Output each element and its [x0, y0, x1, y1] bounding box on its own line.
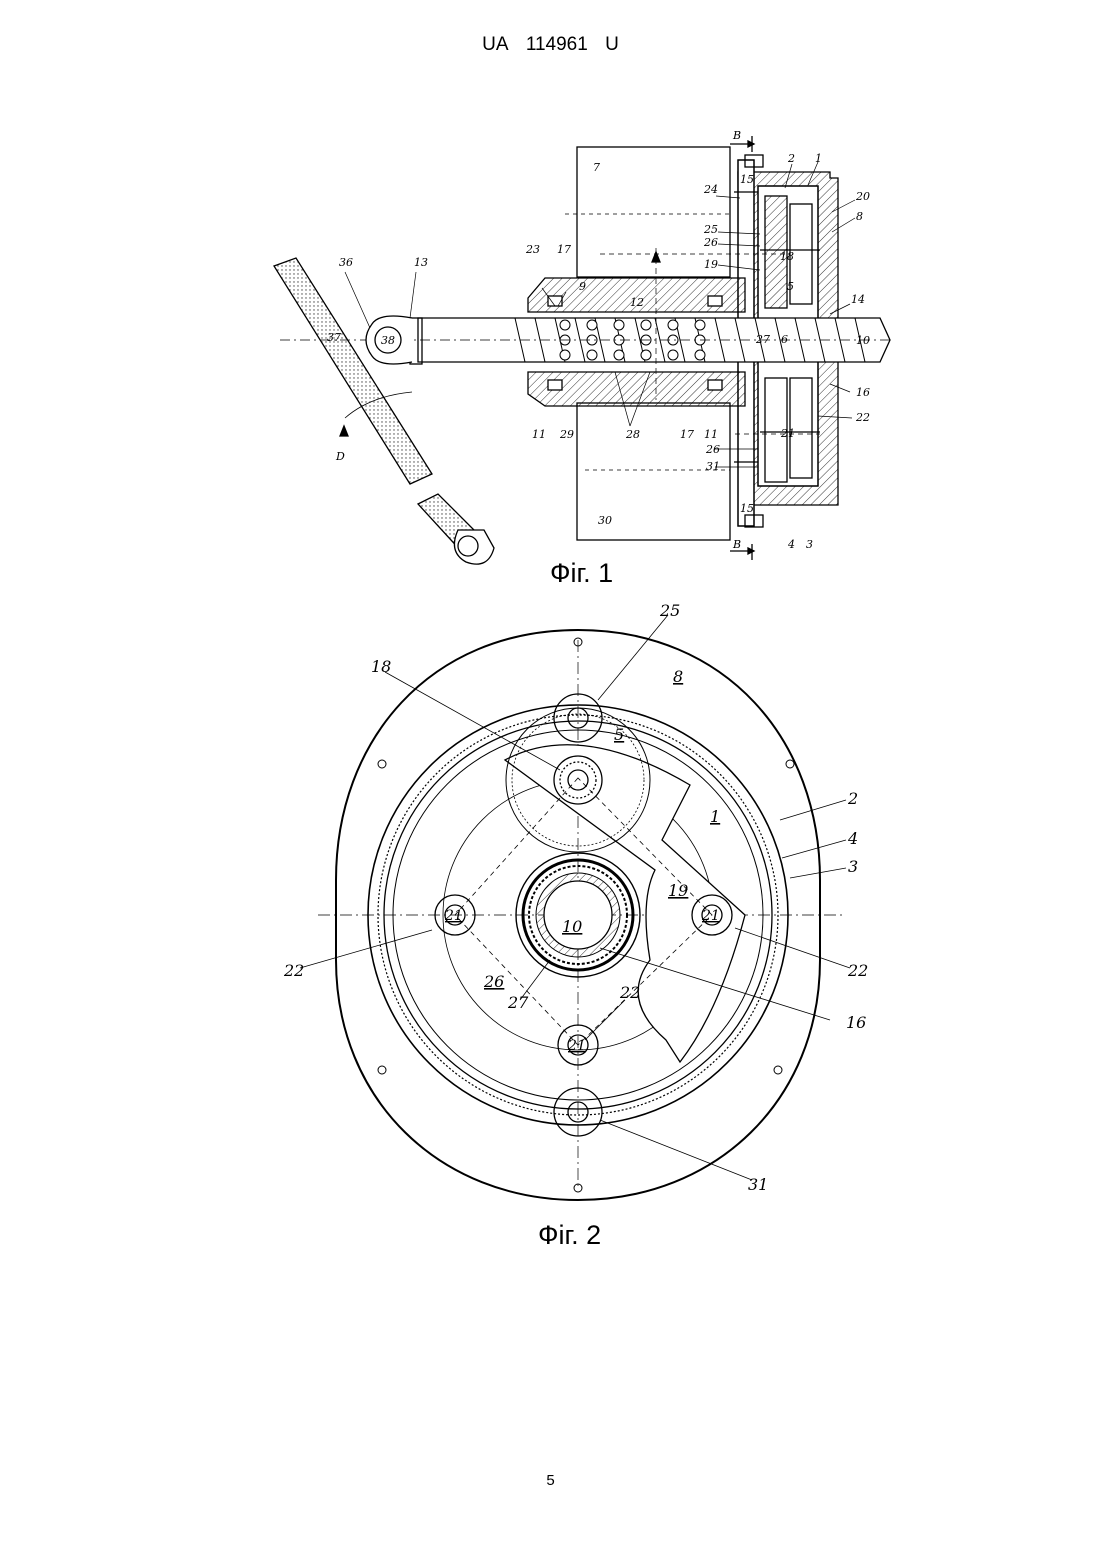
fig1-label-D: D — [335, 450, 345, 463]
fig2-label-31: 31 — [748, 1175, 768, 1194]
fig1-label-13: 13 — [414, 256, 428, 269]
fig1-label-4: 4 — [787, 538, 795, 551]
fig1-label-21: 21 — [780, 427, 795, 440]
fig2-label-2: 2 — [847, 789, 858, 808]
page-number: 5 — [0, 1472, 1101, 1489]
fig1-label-31: 31 — [706, 460, 720, 473]
fig2-label-4: 4 — [847, 829, 858, 848]
fig1-label-19: 19 — [704, 258, 718, 271]
fig2-label-18: 18 — [371, 657, 391, 676]
fig1-label-9: 9 — [579, 280, 586, 293]
fig1-label-5: 5 — [787, 280, 794, 293]
fig1-label-36: 36 — [339, 256, 353, 269]
fig1-label-11b: 11 — [704, 428, 718, 441]
fig1-label-28: 28 — [625, 428, 640, 441]
fig1-label-29: 29 — [559, 428, 574, 441]
fig1-label-17a: 17 — [557, 243, 571, 256]
fig2-label-21b: 21 — [701, 908, 720, 924]
fig1-label-11a: 11 — [532, 428, 546, 441]
fig1-label-25: 25 — [703, 223, 718, 236]
fig1-label-23: 23 — [525, 243, 540, 256]
fig2-label-10: 10 — [562, 917, 582, 936]
fig1-label-30: 30 — [598, 514, 612, 527]
fig1-label-6: 6 — [781, 333, 788, 346]
fig1-label-15b: 15 — [740, 502, 754, 515]
fig1-label-2: 2 — [787, 152, 795, 165]
figure-2-drawing — [300, 615, 850, 1200]
fig1-label-22: 22 — [855, 411, 870, 424]
fig1-label-26a: 26 — [703, 236, 718, 249]
fig1-label-17b: 17 — [680, 428, 694, 441]
fig1-label-1: 1 — [815, 152, 822, 165]
figure-1-caption: Фіг. 1 — [550, 558, 613, 589]
fig2-label-21a: 21 — [444, 908, 463, 924]
fig2-label-5: 5 — [614, 725, 624, 744]
figure-1-drawing — [274, 136, 890, 564]
fig2-label-3: 3 — [848, 857, 858, 876]
fig1-label-3: 3 — [806, 538, 813, 551]
section-mark-top: В — [732, 129, 741, 142]
fig1-label-14: 14 — [851, 293, 865, 306]
fig1-label-7: 7 — [593, 161, 600, 174]
fig2-label-1: 1 — [710, 807, 720, 826]
fig1-label-10: 10 — [856, 334, 870, 347]
fig1-label-15a: 15 — [740, 173, 754, 186]
fig2-label-22b: 22 — [847, 961, 868, 980]
fig1-label-20: 20 — [855, 190, 870, 203]
fig2-label-22a: 22 — [283, 961, 304, 980]
fig1-label-38: 38 — [381, 334, 395, 347]
fig2-label-16: 16 — [846, 1013, 866, 1032]
fig1-label-37: 37 — [327, 331, 341, 344]
section-mark-bottom: В — [732, 538, 741, 551]
fig1-label-18: 18 — [780, 250, 794, 263]
fig2-label-8: 8 — [673, 667, 683, 686]
fig2-label-19: 19 — [668, 881, 688, 900]
lever-upper — [274, 258, 432, 484]
fig2-label-22c: 22 — [619, 983, 640, 1002]
fig1-label-16: 16 — [856, 386, 870, 399]
figure-2-caption: Фіг. 2 — [538, 1220, 601, 1251]
fig1-label-24: 24 — [703, 183, 718, 196]
fig1-label-8: 8 — [856, 210, 863, 223]
fig2-label-25: 25 — [659, 601, 680, 620]
fig2-label-21c: 21 — [567, 1038, 586, 1054]
fig1-label-26b: 26 — [705, 443, 720, 456]
fig1-label-27: 27 — [755, 333, 770, 346]
fig2-label-26: 26 — [483, 972, 504, 991]
fig1-label-12: 12 — [630, 296, 644, 309]
fig2-label-27: 27 — [507, 993, 529, 1012]
